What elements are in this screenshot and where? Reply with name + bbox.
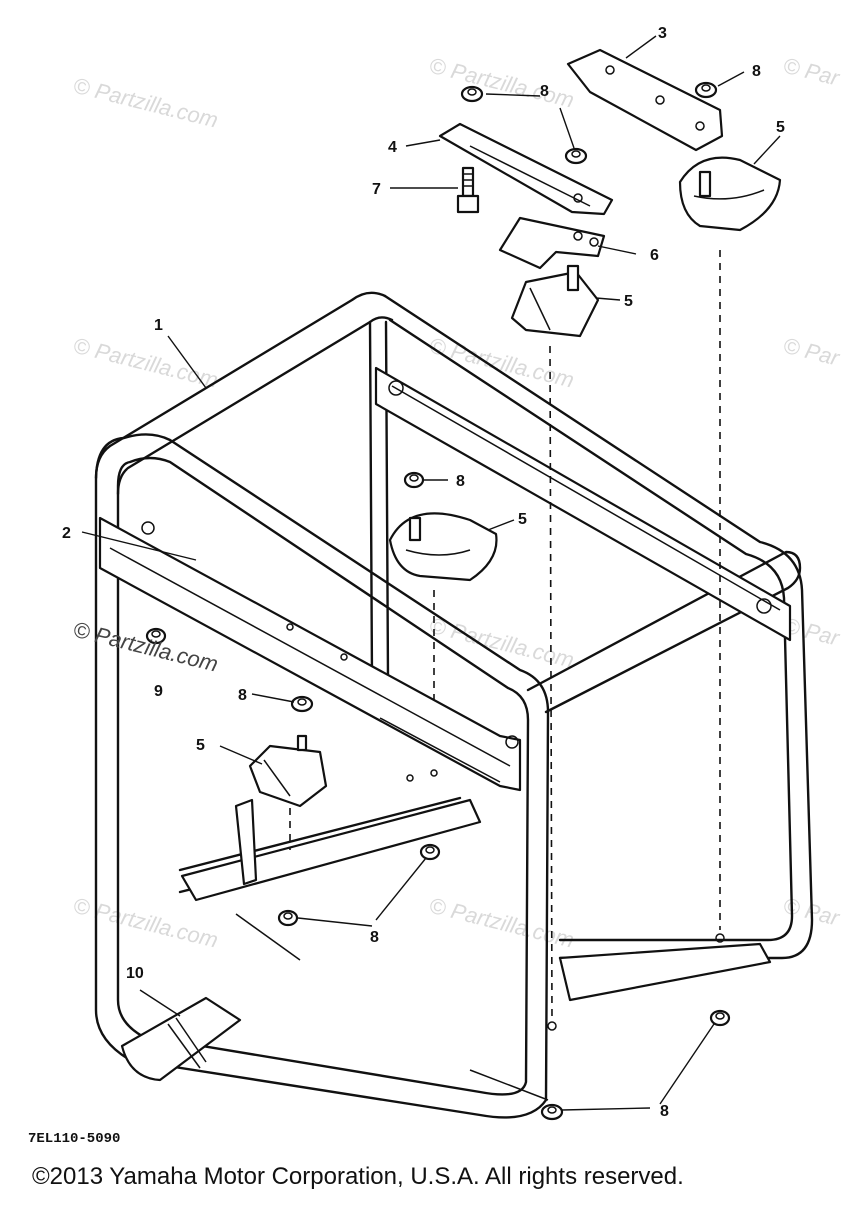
callout-4: 4 [388, 139, 397, 156]
callout-9: 9 [154, 683, 163, 700]
callout-1: 1 [154, 317, 163, 334]
cross-bar [98, 516, 522, 792]
watermark: © Partzilla.com [71, 73, 221, 133]
watermark: © Partzilla.com [71, 617, 221, 677]
callout-8: 8 [238, 687, 247, 704]
watermark: © Partzilla.com [427, 893, 577, 953]
damper-center [388, 512, 498, 582]
leader-lines [81, 35, 781, 1111]
watermark: © Partzilla.com [427, 53, 577, 113]
watermark: © Partzilla.com [427, 333, 577, 393]
nut-8-bottom [540, 1103, 564, 1121]
nut-8-top-mid [564, 147, 588, 165]
callout-10: 10 [126, 965, 144, 982]
nut-8-bottom-mid [419, 843, 441, 861]
copyright-notice: ©2013 Yamaha Motor Corporation, U.S.A. A… [32, 1163, 684, 1190]
nut-8-center [403, 471, 425, 489]
callout-7: 7 [372, 181, 381, 198]
damper-upper-right [678, 156, 782, 232]
callout-3: 3 [658, 25, 667, 42]
callout-5: 5 [196, 737, 205, 754]
watermark: © Partzilla.com [71, 893, 221, 953]
bracket-3 [566, 48, 724, 152]
tool-kit-10 [120, 996, 242, 1082]
watermark: © Partzilla.com [427, 613, 577, 673]
watermark: © Par [781, 53, 844, 91]
bracket-6 [498, 216, 606, 270]
callout-8: 8 [456, 473, 465, 490]
bolt-7 [456, 166, 480, 214]
nut-8-top-left [460, 85, 484, 103]
nut-8-left [290, 695, 314, 713]
nuts [145, 81, 731, 1121]
alignment-lines [289, 250, 721, 1021]
diagram-code: 7EL110-5090 [28, 1131, 120, 1147]
callout-8: 8 [370, 929, 379, 946]
callout-8: 8 [540, 83, 549, 100]
watermark: © Par [781, 333, 844, 371]
bracket-4 [438, 122, 614, 216]
nut-8-top-right [694, 81, 718, 99]
nut-8-bottom-right [709, 1009, 731, 1027]
base-plates [180, 769, 772, 1101]
damper-upper-mid [510, 264, 600, 338]
watermark: © Partzilla.com [71, 333, 221, 393]
callout-8: 8 [752, 63, 761, 80]
callout-8: 8 [660, 1103, 669, 1120]
callout-6: 6 [650, 247, 659, 264]
callout-5: 5 [624, 293, 633, 310]
callout-5: 5 [776, 119, 785, 136]
callout-2: 2 [62, 525, 71, 542]
frame-pipe [94, 291, 814, 1119]
rear-rail [374, 366, 792, 642]
nut-9 [145, 627, 167, 645]
callouts: 1 2 3 4 5 5 5 5 6 7 8 8 8 8 8 8 9 10 [62, 25, 785, 1120]
callout-5: 5 [518, 511, 527, 528]
nut-8-bottom-left [277, 909, 299, 927]
damper-lower-left [234, 734, 328, 886]
